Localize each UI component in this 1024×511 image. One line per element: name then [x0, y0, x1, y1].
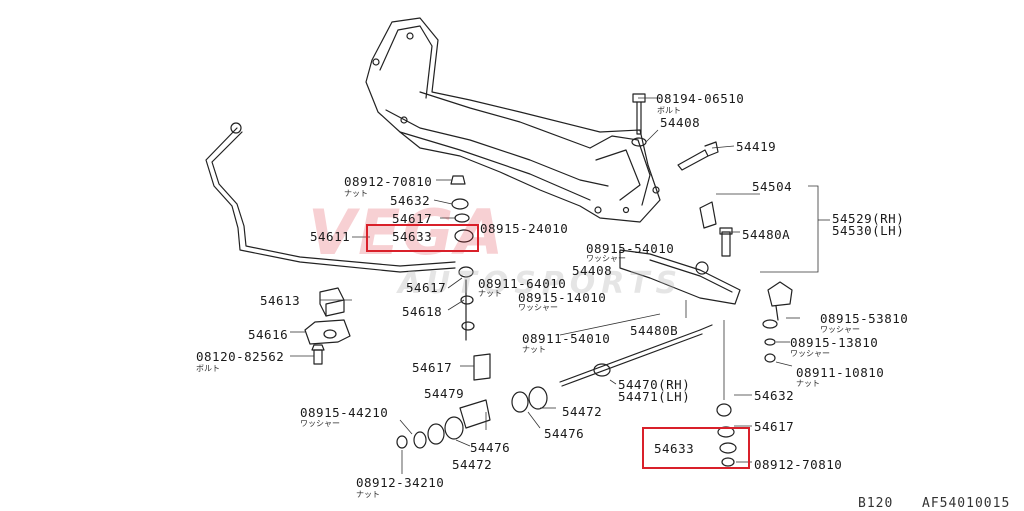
label-08911-64010: 08911-64010 [478, 276, 567, 291]
link-stack-left [450, 175, 491, 381]
bolt-54480a [719, 227, 733, 257]
stabilizer-bar [205, 122, 456, 273]
label-54476-b: 54476 [544, 426, 585, 441]
label-nut-5: ナット [356, 490, 380, 499]
label-08911-54010: 08911-54010 [522, 331, 611, 346]
bolt-54419 [677, 141, 719, 171]
label-54476-a: 54476 [470, 440, 511, 455]
label-54618: 54618 [402, 304, 443, 319]
stabilizer-bushing [319, 287, 345, 317]
label-08915-44210: 08915-44210 [300, 405, 389, 420]
label-54504: 54504 [752, 179, 793, 194]
crossmember [365, 17, 661, 223]
label-54530: 54530(LH) [832, 223, 905, 238]
label-54419: 54419 [736, 139, 777, 154]
label-54408-mid: 54408 [572, 263, 613, 278]
label-08912-70810-top: 08912-70810 [344, 174, 433, 189]
label-nut-2: ナット [478, 289, 502, 298]
label-08915-53810: 08915-53810 [820, 311, 909, 326]
label-washer-4: ワッシャー [790, 349, 830, 358]
nut-bottom-left [396, 435, 408, 449]
label-54617-a: 54617 [392, 211, 433, 226]
highlight-box-right [642, 427, 750, 469]
label-08120-82562: 08120-82562 [196, 349, 285, 364]
label-bolt-1: ボルト [657, 106, 681, 115]
stabilizer-bracket [304, 319, 351, 345]
label-54617-b: 54617 [406, 280, 447, 295]
label-54613: 54613 [260, 293, 301, 308]
label-54611: 54611 [310, 229, 351, 244]
label-54480a: 54480A [742, 227, 791, 242]
label-08912-34210: 08912-34210 [356, 475, 445, 490]
diagram-code-right: AF54010015 [922, 496, 1011, 511]
highlight-box-left [366, 224, 479, 252]
label-nut-1: ナット [344, 189, 368, 198]
label-54408-top: 54408 [660, 115, 701, 130]
diagram-code-left: B120 [858, 496, 894, 511]
bushing-pair-right [511, 386, 548, 413]
label-54632-right: 54632 [754, 388, 795, 403]
label-08194-06510: 08194-06510 [656, 91, 745, 106]
label-54617-c: 54617 [412, 360, 453, 375]
ball-joint [762, 281, 793, 363]
label-nut-4: ナット [796, 379, 820, 388]
label-54632-left: 54632 [390, 193, 431, 208]
bolt-08194 [631, 93, 647, 147]
label-washer-2: ワッシャー [518, 303, 558, 312]
label-54616: 54616 [248, 327, 289, 342]
tension-rod [559, 324, 713, 387]
label-washer-5: ワッシャー [300, 419, 340, 428]
label-08915-54010: 08915-54010 [586, 241, 675, 256]
bracket-bolt [311, 344, 325, 365]
label-54479: 54479 [424, 386, 465, 401]
label-bolt-2: ボルト [196, 364, 220, 373]
label-54617-d: 54617 [754, 419, 795, 434]
label-54633-right: 54633 [654, 441, 695, 456]
label-54480b: 54480B [630, 323, 679, 338]
label-54529: 54529(RH) [832, 211, 905, 226]
label-washer-1: ワッシャー [586, 254, 626, 263]
label-54470: 54470(RH) [618, 377, 691, 392]
label-washer-3: ワッシャー [820, 325, 860, 334]
label-08915-24010: 08915-24010 [480, 221, 569, 236]
label-08915-14010: 08915-14010 [518, 290, 607, 305]
label-08915-13810: 08915-13810 [790, 335, 879, 350]
label-08911-10810: 08911-10810 [796, 365, 885, 380]
label-54472-a: 54472 [562, 404, 603, 419]
bushing-pair-left [413, 399, 491, 449]
label-54633-left: 54633 [392, 229, 433, 244]
label-54472-b: 54472 [452, 457, 493, 472]
label-08912-70810-bot: 08912-70810 [754, 457, 843, 472]
leader-lines [290, 97, 830, 474]
control-arm [619, 201, 741, 305]
label-54471: 54471(LH) [618, 389, 691, 404]
label-nut-3: ナット [522, 345, 546, 354]
